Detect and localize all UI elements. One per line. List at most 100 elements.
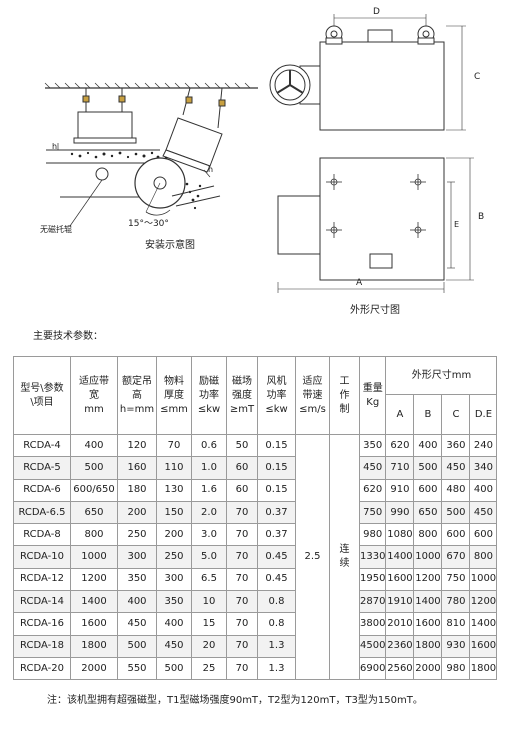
table-cell: 2560 bbox=[385, 656, 415, 681]
table-cell: 750 bbox=[441, 567, 471, 592]
table-cell: 70 bbox=[226, 500, 258, 525]
table-cell: 10 bbox=[191, 590, 227, 614]
table-cell: RCDA-6 bbox=[13, 478, 71, 502]
table-cell: 0.8 bbox=[257, 590, 296, 614]
table-cell: 930 bbox=[441, 634, 471, 658]
table-cell: 3800 bbox=[358, 612, 387, 636]
table-cell: 130 bbox=[156, 478, 192, 502]
table-cell: 500 bbox=[156, 656, 192, 681]
table-cell: 1400 bbox=[385, 545, 415, 569]
header-dim-a: A bbox=[385, 394, 415, 435]
table-cell: RCDA-4 bbox=[13, 433, 71, 458]
table-cell: 1600 bbox=[385, 567, 415, 592]
header-excitation: 励磁 功率 ≤kw bbox=[191, 356, 227, 435]
table-cell: 180 bbox=[117, 478, 157, 502]
header-dim-b: B bbox=[413, 394, 443, 435]
belt-speed-value: 2.5 bbox=[295, 433, 330, 681]
table-cell: 1200 bbox=[469, 590, 498, 614]
dim-label-a: A bbox=[356, 278, 363, 288]
table-cell: 0.45 bbox=[257, 567, 296, 592]
spec-table: 型号\参数 \项目 适应带 宽 mm 额定吊 高 h=mm 物料 厚度 ≤mm … bbox=[13, 356, 498, 681]
table-cell: RCDA-14 bbox=[13, 590, 71, 614]
table-cell: 25 bbox=[191, 656, 227, 681]
table-cell: 70 bbox=[226, 656, 258, 681]
table-cell: 110 bbox=[156, 456, 192, 480]
table-cell: 500 bbox=[70, 456, 118, 480]
table-cell: 200 bbox=[156, 523, 192, 547]
table-cell: 620 bbox=[358, 478, 387, 502]
header-model: 型号\参数 \项目 bbox=[13, 356, 71, 435]
table-cell: 0.37 bbox=[257, 500, 296, 525]
table-cell: 1.6 bbox=[191, 478, 227, 502]
install-diagram-title: 安装示意图 bbox=[145, 240, 195, 251]
dim-label-e: E bbox=[454, 220, 460, 229]
table-cell: 400 bbox=[117, 590, 157, 614]
table-cell: 70 bbox=[226, 634, 258, 658]
table-cell: 2010 bbox=[385, 612, 415, 636]
table-cell: 500 bbox=[441, 500, 471, 525]
dimension-drawing bbox=[269, 14, 474, 293]
table-cell: 0.45 bbox=[257, 545, 296, 569]
table-cell: 800 bbox=[413, 523, 443, 547]
technical-drawings bbox=[44, 14, 474, 293]
table-cell: 400 bbox=[413, 433, 443, 458]
table-cell: 710 bbox=[385, 456, 415, 480]
table-cell: 70 bbox=[226, 567, 258, 592]
table-cell: 400 bbox=[70, 433, 118, 458]
table-cell: 1080 bbox=[385, 523, 415, 547]
table-cell: RCDA-5 bbox=[13, 456, 71, 480]
section-title: 主要技术参数： bbox=[33, 331, 103, 342]
table-cell: 620 bbox=[385, 433, 415, 458]
table-cell: 1400 bbox=[70, 590, 118, 614]
table-cell: RCDA-18 bbox=[13, 634, 71, 658]
table-cell: 350 bbox=[117, 567, 157, 592]
table-cell: 810 bbox=[441, 612, 471, 636]
table-cell: 980 bbox=[441, 656, 471, 681]
table-cell: 350 bbox=[156, 590, 192, 614]
table-cell: 1.0 bbox=[191, 456, 227, 480]
table-cell: 1600 bbox=[469, 634, 498, 658]
table-cell: 500 bbox=[413, 456, 443, 480]
table-cell: 2360 bbox=[385, 634, 415, 658]
table-cell: 1600 bbox=[70, 612, 118, 636]
table-cell: 1.3 bbox=[257, 656, 296, 681]
table-cell: 70 bbox=[226, 612, 258, 636]
h-label-right: h bbox=[208, 165, 214, 174]
table-cell: 1910 bbox=[385, 590, 415, 614]
table-cell: 1000 bbox=[469, 567, 498, 592]
table-cell: 1800 bbox=[70, 634, 118, 658]
table-cell: 6900 bbox=[358, 656, 387, 681]
table-cell: 550 bbox=[117, 656, 157, 681]
table-cell: 70 bbox=[226, 523, 258, 547]
header-dim-c: C bbox=[441, 394, 471, 435]
table-cell: 20 bbox=[191, 634, 227, 658]
table-cell: 300 bbox=[117, 545, 157, 569]
table-cell: 70 bbox=[226, 545, 258, 569]
table-cell: 150 bbox=[156, 500, 192, 525]
table-cell: 1200 bbox=[70, 567, 118, 592]
table-cell: 2000 bbox=[413, 656, 443, 681]
footnote: 注：该机型拥有超强磁型，T1型磁场强度90mT，T2型为120mT，T3型为15… bbox=[47, 695, 423, 706]
table-cell: 450 bbox=[441, 456, 471, 480]
table-cell: 60 bbox=[226, 456, 258, 480]
table-cell: 1.3 bbox=[257, 634, 296, 658]
table-cell: 1400 bbox=[413, 590, 443, 614]
table-cell: 250 bbox=[117, 523, 157, 547]
table-cell: 250 bbox=[156, 545, 192, 569]
table-cell: 910 bbox=[385, 478, 415, 502]
table-cell: 1000 bbox=[70, 545, 118, 569]
table-cell: RCDA-6.5 bbox=[13, 500, 71, 525]
table-cell: 650 bbox=[70, 500, 118, 525]
header-thickness: 物料 厚度 ≤mm bbox=[156, 356, 192, 435]
dimension-drawing-title: 外形尺寸图 bbox=[350, 305, 400, 316]
dim-label-c: C bbox=[474, 72, 481, 82]
header-weight: 重量 Kg bbox=[358, 356, 387, 435]
